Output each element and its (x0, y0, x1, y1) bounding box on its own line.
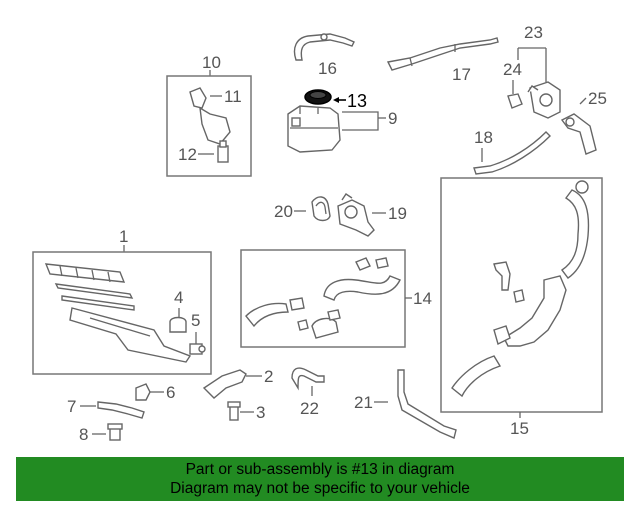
callout-25: 25 (588, 89, 607, 108)
callout-24: 24 (503, 60, 522, 79)
callout-22: 22 (300, 399, 319, 418)
part-1-radiator-assembly[interactable] (44, 263, 192, 363)
callout-7: 7 (67, 397, 76, 416)
part-2-bracket[interactable] (202, 369, 247, 399)
part-18-hose[interactable] (473, 131, 551, 175)
callout-17: 17 (452, 65, 471, 84)
part-16-hose[interactable] (293, 33, 355, 61)
callout-2: 2 (264, 367, 273, 386)
part-3-bolt[interactable] (227, 401, 241, 421)
callout-23: 23 (524, 23, 543, 42)
callout-6: 6 (166, 383, 175, 402)
callout-16: 16 (318, 59, 337, 78)
callout-8: 8 (79, 425, 88, 444)
callout-5: 5 (191, 311, 200, 330)
group-box-10 (166, 75, 252, 177)
banner-line-1: Part or sub-assembly is #13 in diagram (185, 461, 455, 478)
group-box-15 (440, 177, 603, 413)
part-25-elbow[interactable] (560, 113, 597, 155)
banner-line-2: Diagram may not be specific to your vehi… (170, 480, 470, 497)
part-7-bracket[interactable] (97, 401, 145, 419)
info-banner: Part or sub-assembly is #13 in diagram D… (16, 457, 624, 501)
part-13-cap[interactable] (304, 89, 332, 105)
callout-11: 11 (224, 87, 242, 106)
callout-1: 1 (119, 227, 128, 246)
group-box-1 (32, 251, 212, 375)
callout-12: 12 (178, 145, 197, 164)
part-20-gasket[interactable] (311, 196, 331, 222)
part-14-hose-set[interactable] (245, 257, 401, 339)
part-17-hose[interactable] (386, 37, 499, 71)
callout-4: 4 (174, 288, 183, 307)
part-24-gasket[interactable] (507, 93, 523, 109)
part-8-bolt[interactable] (107, 423, 123, 441)
part-11-bracket[interactable] (189, 87, 231, 145)
callout-13: 13 (347, 91, 367, 111)
leader-23 (517, 47, 547, 82)
callout-9: 9 (388, 109, 397, 128)
part-22-hose[interactable] (291, 367, 325, 391)
callout-14: 14 (413, 289, 432, 308)
part-9-reservoir[interactable] (287, 105, 341, 153)
part-5-plug[interactable] (189, 343, 206, 355)
callout-10: 10 (202, 53, 221, 72)
part-4-clip[interactable] (169, 316, 187, 333)
leader-25 (579, 97, 587, 105)
part-15-hose-set[interactable] (451, 180, 590, 398)
callout-15: 15 (510, 419, 529, 438)
callout-19: 19 (388, 204, 407, 223)
part-19-thermostat[interactable] (337, 193, 375, 237)
callout-3: 3 (256, 403, 265, 422)
part-6-clip[interactable] (135, 383, 151, 401)
callout-21: 21 (354, 393, 373, 412)
callout-18: 18 (474, 128, 493, 147)
leader-9 (342, 111, 379, 131)
parts-diagram: 16 17 23 24 25 18 10 11 12 (32, 23, 607, 444)
part-23-housing[interactable] (527, 81, 561, 119)
part-12-bolt[interactable] (217, 140, 229, 163)
callout-20: 20 (274, 202, 293, 221)
part-21-pipe[interactable] (397, 369, 457, 439)
